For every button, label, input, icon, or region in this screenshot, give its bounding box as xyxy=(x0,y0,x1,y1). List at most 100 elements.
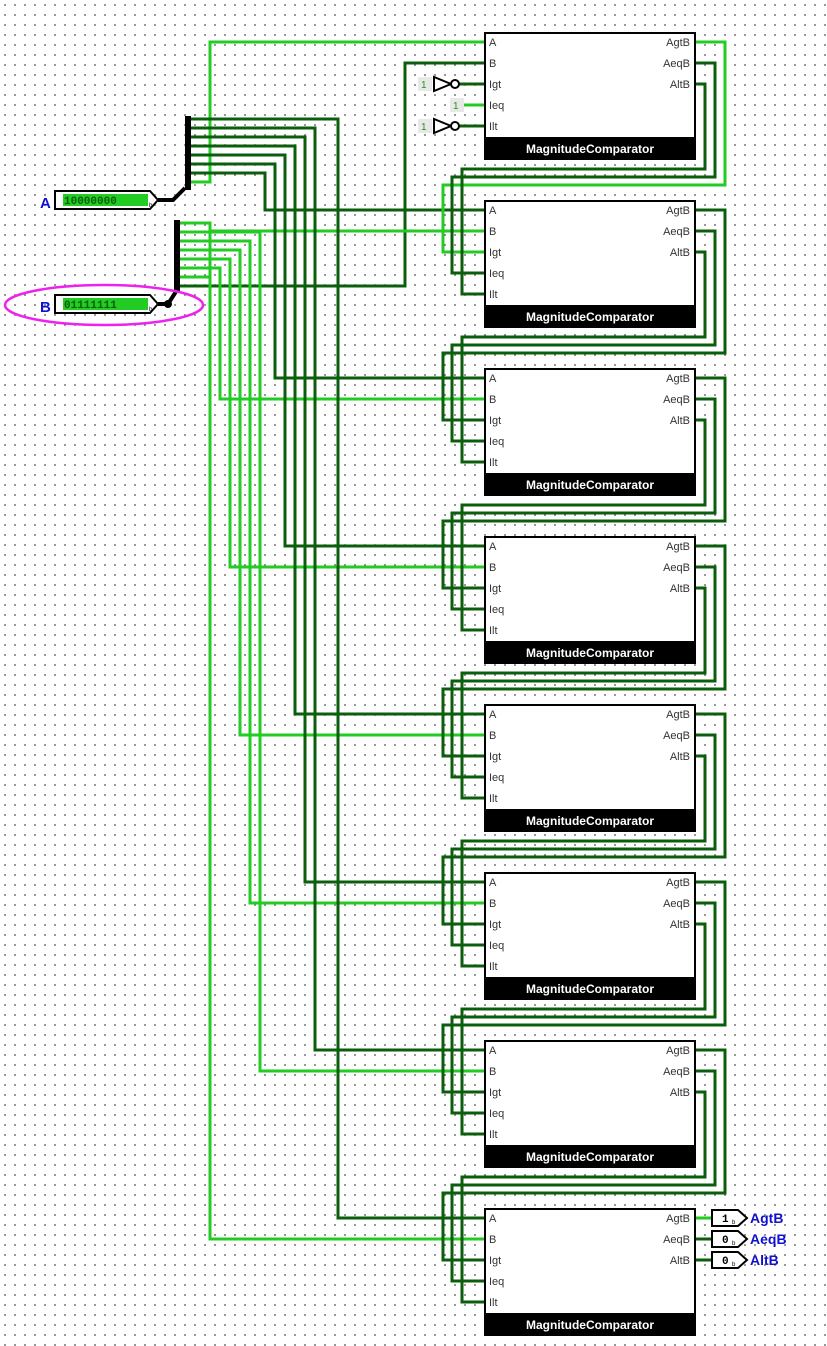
constant-ilt-value: 1 xyxy=(421,122,427,133)
wire-cascade-lt xyxy=(460,922,707,1136)
magnitude-comparator[interactable]: MagnitudeComparatorABIgtIeqIltAgtBAeqBAl… xyxy=(484,368,696,496)
comparator-pin-ieq: Ieq xyxy=(489,604,504,616)
output-label: AltB xyxy=(750,1252,779,1268)
comparator-label: MagnitudeComparator xyxy=(526,982,654,996)
input-b-label: B xyxy=(40,299,51,316)
splitter-b-bit-label: 4 xyxy=(177,259,181,265)
output-pin-shape xyxy=(711,1251,749,1269)
input-a-label: A xyxy=(40,195,51,212)
comparator-pin-igt: Igt xyxy=(489,79,501,91)
comparator-pin-ilt: Ilt xyxy=(489,1297,498,1309)
comparator-pin-ilt: Ilt xyxy=(489,625,498,637)
wire-b-bit xyxy=(180,229,485,279)
comparator-pin-b: B xyxy=(489,898,496,910)
comparator-pin-a: A xyxy=(489,541,497,553)
wire-cascade-lt xyxy=(460,418,707,632)
wire-cascade-eq xyxy=(450,565,717,779)
wire-b-bit xyxy=(180,230,485,1073)
splitter-b[interactable] xyxy=(174,220,180,292)
comparator-pin-agtb: AgtB xyxy=(666,877,690,889)
wire-b-bit xyxy=(180,257,485,569)
output-value: 1 xyxy=(722,1214,729,1226)
comparator-pin-aeqb: AeqB xyxy=(663,1234,690,1246)
splitter-a-bit-label: 3 xyxy=(188,145,192,151)
magnitude-comparator[interactable]: MagnitudeComparatorABIgtIeqIltAgtBAeqBAl… xyxy=(484,704,696,832)
wire-cascade-gt xyxy=(441,208,727,422)
input-a-suffix: b xyxy=(149,203,153,209)
wire-cascade-gt xyxy=(441,40,727,254)
comparator-pin-aeqb: AeqB xyxy=(663,226,690,238)
output-label: AgtB xyxy=(750,1210,783,1226)
comparator-pin-aeqb: AeqB xyxy=(663,730,690,742)
comparator-pin-ilt: Ilt xyxy=(489,961,498,973)
wire-a-bit xyxy=(191,144,485,716)
magnitude-comparator[interactable]: MagnitudeComparatorABIgtIeqIltAgtBAeqBAl… xyxy=(484,536,696,664)
comparator-pin-aeqb: AeqB xyxy=(663,394,690,406)
comparator-pin-igt: Igt xyxy=(489,1255,501,1267)
input-b-bits: 01111111 xyxy=(64,300,117,312)
comparator-pin-altb: AltB xyxy=(670,1255,690,1267)
comparator-pin-b: B xyxy=(489,58,496,70)
magnitude-comparator[interactable]: MagnitudeComparatorABIgtIeqIltAgtBAeqBAl… xyxy=(484,200,696,328)
comparator-pin-b: B xyxy=(489,226,496,238)
comparator-pin-b: B xyxy=(489,394,496,406)
comparator-label-bar xyxy=(485,305,695,327)
splitter-b-bit-label: 7 xyxy=(177,286,181,292)
splitter-a[interactable] xyxy=(185,116,191,190)
splitter-a-bit-label: 4 xyxy=(188,154,192,160)
comparator-pin-altb: AltB xyxy=(670,79,690,91)
comparator-pin-aeqb: AeqB xyxy=(663,562,690,574)
comparator-pin-b: B xyxy=(489,1066,496,1078)
magnitude-comparator[interactable]: MagnitudeComparatorABIgtIeqIltAgtBAeqBAl… xyxy=(484,1208,696,1336)
constant-ilt[interactable]: 1 xyxy=(418,119,432,133)
not-gate-ilt[interactable] xyxy=(433,117,460,135)
wire-cascade-gt xyxy=(441,544,727,758)
comparator-label: MagnitudeComparator xyxy=(526,1318,654,1332)
wire-cascade-gt xyxy=(441,880,727,1094)
constant-ieq-value: 1 xyxy=(453,101,459,112)
comparator-label-bar xyxy=(485,1313,695,1335)
wire-a-bit xyxy=(191,153,485,548)
comparator-label-bar xyxy=(485,977,695,999)
magnitude-comparator[interactable]: MagnitudeComparatorABIgtIeqIltAgtBAeqBAl… xyxy=(484,1040,696,1168)
constant-igt[interactable]: 1 xyxy=(418,77,432,91)
comparator-pin-altb: AltB xyxy=(670,751,690,763)
splitter-b-bit-label: 1 xyxy=(177,232,181,238)
comparator-pin-igt: Igt xyxy=(489,415,501,427)
comparator-label-bar xyxy=(485,1145,695,1167)
splitter-b-bit-label: 2 xyxy=(177,241,181,247)
constant-ieq[interactable]: 1 xyxy=(450,98,464,112)
input-pin-b[interactable]: 01111111 b xyxy=(54,294,160,314)
comparator-pin-a: A xyxy=(489,877,497,889)
comparator-label: MagnitudeComparator xyxy=(526,142,654,156)
comparator-pin-agtb: AgtB xyxy=(666,373,690,385)
not-gate-igt[interactable] xyxy=(433,75,460,93)
comparator-pin-ieq: Ieq xyxy=(489,1276,504,1288)
magnitude-comparator[interactable]: MagnitudeComparatorABIgtIeqIltAgtBAeqBAl… xyxy=(484,872,696,1000)
magnitude-comparator[interactable]: MagnitudeComparatorABIgtIeqIltAgtBAeqBAl… xyxy=(484,32,696,160)
comparator-pin-altb: AltB xyxy=(670,919,690,931)
wire-cascade-gt xyxy=(441,712,727,926)
comparator-pin-aeqb: AeqB xyxy=(663,898,690,910)
comparator-pin-igt: Igt xyxy=(489,247,501,259)
input-b-suffix: b xyxy=(149,307,153,313)
output-value: 0 xyxy=(722,1235,729,1247)
constant-igt-value: 1 xyxy=(421,80,427,91)
wire-cascade-lt xyxy=(460,586,707,800)
comparator-label: MagnitudeComparator xyxy=(526,1150,654,1164)
comparator-label-bar xyxy=(485,641,695,663)
comparator-pin-ieq: Ieq xyxy=(489,1108,504,1120)
comparator-label: MagnitudeComparator xyxy=(526,310,654,324)
splitter-a-bit-label: 5 xyxy=(188,163,192,169)
comparator-label: MagnitudeComparator xyxy=(526,814,654,828)
input-a-bits: 10000000 xyxy=(64,196,117,208)
wire-b-bit xyxy=(180,248,485,737)
wire-cascade-eq xyxy=(450,397,717,611)
input-pin-a[interactable]: 10000000 b xyxy=(54,190,160,210)
comparator-pin-a: A xyxy=(489,709,497,721)
